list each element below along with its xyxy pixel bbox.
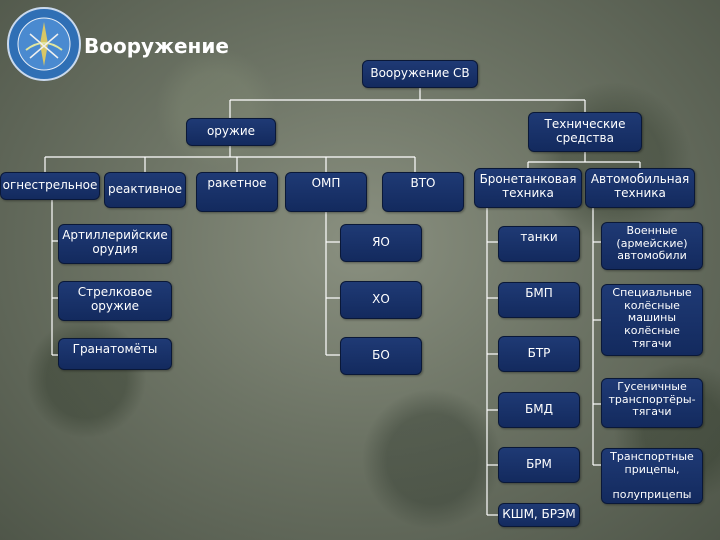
node-trailers: Транспортные прицепы, полуприцепы bbox=[601, 448, 703, 504]
emblem-icon bbox=[7, 7, 81, 81]
node-special-wheeled: Специальные колёсные машины колёсные тяг… bbox=[601, 284, 703, 356]
node-bmd: БМД bbox=[498, 392, 580, 428]
node-auto: Автомобильная техника bbox=[585, 168, 695, 208]
node-vto: ВТО bbox=[382, 172, 464, 212]
node-rocket: ракетное bbox=[196, 172, 278, 212]
node-kshm-brem: КШМ, БРЭМ bbox=[498, 503, 580, 527]
node-tracked-tractors: Гусеничные транспортёры- тягачи bbox=[601, 378, 703, 428]
node-military-cars: Военные (армейские) автомобили bbox=[601, 222, 703, 270]
node-chemical: ХО bbox=[340, 281, 422, 319]
node-bmp: БМП bbox=[498, 282, 580, 318]
node-root: Вооружение СВ bbox=[362, 60, 478, 88]
node-firearms: огнестрельное bbox=[0, 172, 100, 200]
node-small-arms: Стрелковое оружие bbox=[58, 281, 172, 321]
node-grenade-launchers: Гранатомёты bbox=[58, 338, 172, 370]
node-brm: БРМ bbox=[498, 447, 580, 483]
node-technical: Технические средства bbox=[528, 112, 642, 152]
node-armored: Бронетанковая техника bbox=[474, 168, 582, 208]
node-weapons: оружие bbox=[186, 118, 276, 146]
node-btr: БТР bbox=[498, 336, 580, 372]
page-title: Вооружение bbox=[84, 34, 229, 58]
node-biological: БО bbox=[340, 337, 422, 375]
node-tanks: танки bbox=[498, 226, 580, 262]
node-reactive: реактивное bbox=[104, 172, 186, 208]
node-artillery: Артиллерийские орудия bbox=[58, 224, 172, 264]
node-nuclear: ЯО bbox=[340, 224, 422, 262]
node-omp: ОМП bbox=[285, 172, 367, 212]
